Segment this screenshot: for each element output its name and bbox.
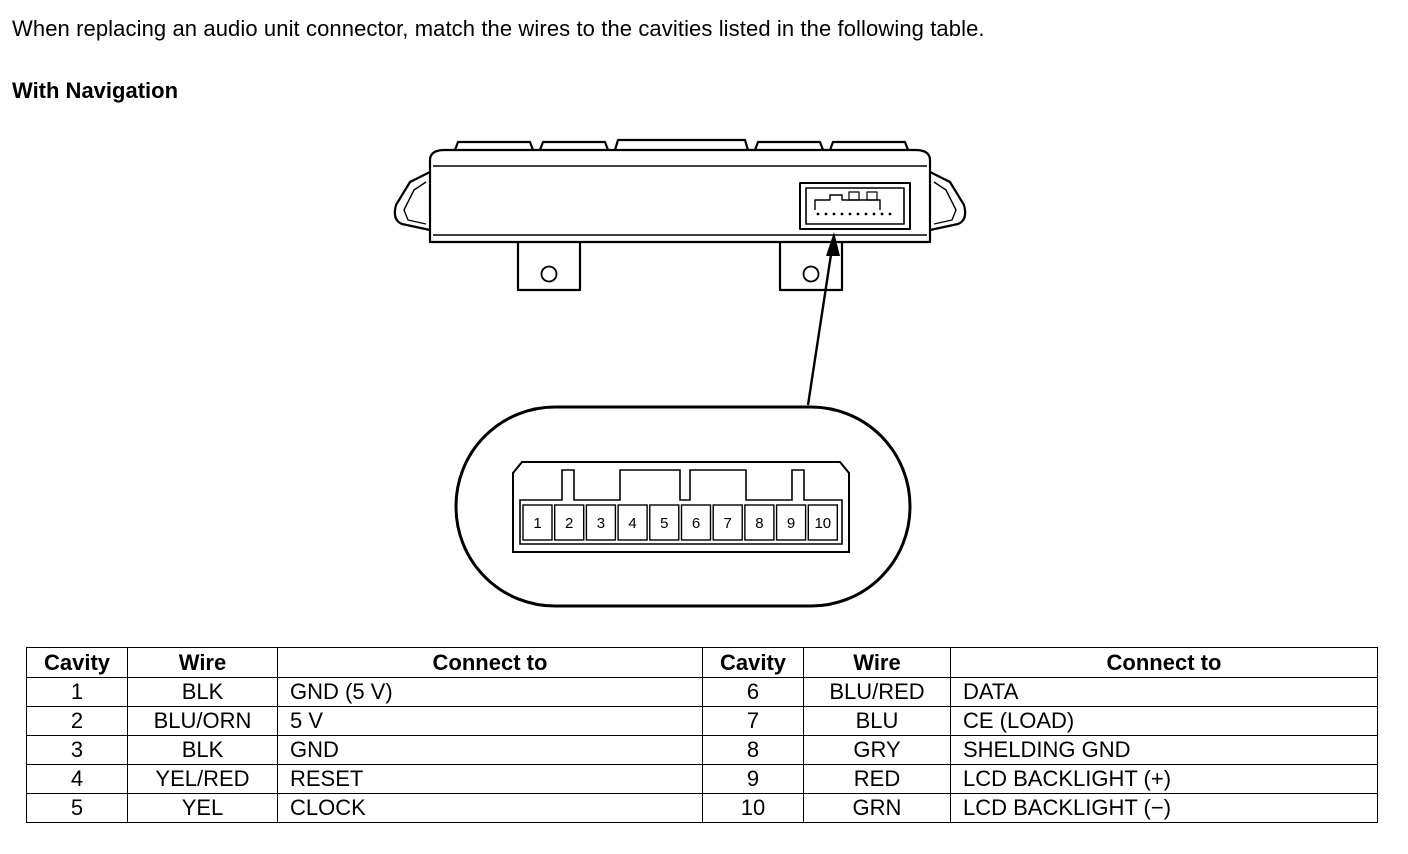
pin-label-10: 10 (814, 515, 831, 532)
pin-label-8: 8 (755, 515, 763, 532)
header-connect-to-2: Connect to (950, 647, 1378, 678)
cell-connect-to: RESET (277, 764, 703, 794)
pin-cell-4 (617, 504, 648, 541)
cell-cavity: 1 (26, 677, 128, 707)
pin-label-6: 6 (692, 515, 700, 532)
cell-cavity: 2 (26, 706, 128, 736)
pin-label-2: 2 (565, 515, 573, 532)
cell-connect-to-2: LCD BACKLIGHT (+) (950, 764, 1378, 794)
connector-diagram: 1 2 3 4 5 6 7 8 9 10 (393, 138, 967, 608)
leader-arrow (806, 232, 840, 406)
cell-wire-2: RED (803, 764, 951, 794)
enlarged-connector (512, 461, 850, 553)
pin-label-3: 3 (597, 515, 605, 532)
cell-wire-2: GRY (803, 735, 951, 765)
cell-wire-2: BLU/RED (803, 677, 951, 707)
audio-unit-drawing (393, 138, 967, 292)
cell-connect-to: GND (5 V) (277, 677, 703, 707)
cell-connect-to-2: SHELDING GND (950, 735, 1378, 765)
cell-cavity-2: 6 (702, 677, 804, 707)
pin-cell-2 (554, 504, 585, 541)
header-wire: Wire (127, 647, 278, 678)
cell-cavity-2: 7 (702, 706, 804, 736)
pin-labels: 1 2 3 4 5 6 7 8 9 10 (533, 515, 831, 532)
pin-cell-1 (522, 504, 553, 541)
pin-cell-9 (775, 504, 807, 541)
cell-wire: YEL/RED (127, 764, 278, 794)
cell-connect-to: 5 V (277, 706, 703, 736)
pin-label-7: 7 (724, 515, 732, 532)
pin-cell-10 (807, 504, 838, 541)
cell-connect-to-2: LCD BACKLIGHT (−) (950, 793, 1378, 823)
section-title: With Navigation (12, 78, 179, 103)
pin-cell-5 (649, 504, 680, 541)
cell-cavity: 4 (26, 764, 128, 794)
cell-cavity-2: 10 (702, 793, 804, 823)
cell-connect-to-2: CE (LOAD) (950, 706, 1378, 736)
pin-label-5: 5 (660, 515, 668, 532)
header-cavity: Cavity (26, 647, 128, 678)
header-wire-2: Wire (803, 647, 951, 678)
header-connect-to: Connect to (277, 647, 703, 678)
cell-connect-to: CLOCK (277, 793, 703, 823)
cell-wire-2: GRN (803, 793, 951, 823)
cell-cavity: 5 (26, 793, 128, 823)
cell-cavity-2: 8 (702, 735, 804, 765)
pin-cell-6 (680, 504, 712, 541)
cell-wire: BLU/ORN (127, 706, 278, 736)
intro-text: When replacing an audio unit connector, … (12, 16, 985, 41)
header-cavity-2: Cavity (702, 647, 804, 678)
cell-wire: BLK (127, 735, 278, 765)
table-header-row: Cavity Wire Connect to Cavity Wire Conne… (26, 647, 1378, 678)
pin-label-4: 4 (628, 515, 636, 532)
callout-capsule (454, 405, 912, 608)
pin-cell-3 (585, 504, 617, 541)
cell-wire: YEL (127, 793, 278, 823)
cell-connect-to-2: DATA (950, 677, 1378, 707)
cell-cavity-2: 9 (702, 764, 804, 794)
wire-table: Cavity Wire Connect to Cavity Wire Conne… (26, 647, 1378, 823)
pin-cell-7 (712, 504, 743, 541)
cell-wire-2: BLU (803, 706, 951, 736)
pin-label-9: 9 (787, 515, 795, 532)
pin-label-1: 1 (533, 515, 541, 532)
pin-cell-8 (744, 504, 775, 541)
cell-cavity: 3 (26, 735, 128, 765)
cell-connect-to: GND (277, 735, 703, 765)
pin-cells (522, 504, 838, 541)
cell-wire: BLK (127, 677, 278, 707)
